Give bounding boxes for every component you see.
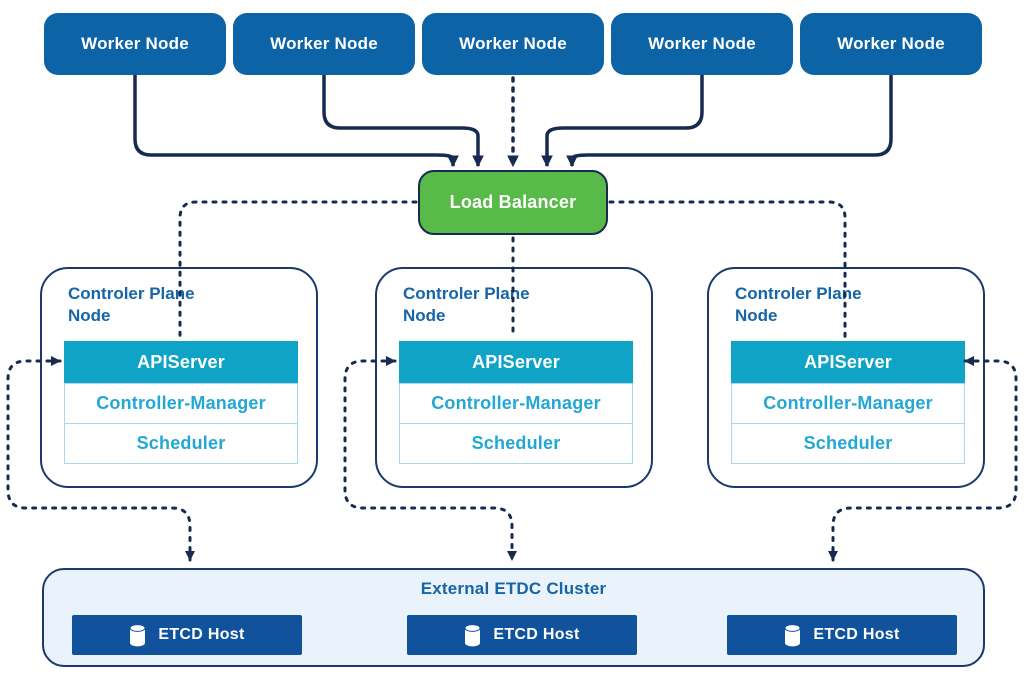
load-balancer-box: Load Balancer — [418, 170, 608, 235]
etcd-host-box-1: ETCD Host — [72, 615, 302, 655]
component-stack: APIServer Controller-Manager Scheduler — [399, 341, 633, 464]
control-plane-node-box-2: Controler Plane Node APIServer Controlle… — [375, 267, 653, 488]
worker-node-box-3: Worker Node — [422, 13, 604, 75]
etcd-host-label: ETCD Host — [158, 626, 245, 643]
etcd-host-box-2: ETCD Host — [407, 615, 637, 655]
apiserver-row: APIServer — [399, 341, 633, 383]
load-balancer-label: Load Balancer — [449, 192, 577, 212]
worker-node-label: Worker Node — [270, 34, 378, 53]
etcd-cluster-title: External ETDC Cluster — [420, 579, 607, 598]
control-plane-node-box-3: Controler Plane Node APIServer Controlle… — [707, 267, 985, 488]
apiserver-row: APIServer — [731, 341, 965, 383]
component-stack: APIServer Controller-Manager Scheduler — [64, 341, 298, 464]
controller-manager-row: Controller-Manager — [399, 383, 633, 424]
etcd-host-label: ETCD Host — [493, 626, 580, 643]
worker-node-box-5: Worker Node — [800, 13, 982, 75]
worker-to-lb-arrows — [133, 75, 893, 168]
etcd-host-label: ETCD Host — [813, 626, 900, 643]
etcd-host-box-3: ETCD Host — [727, 615, 957, 655]
scheduler-row: Scheduler — [731, 423, 965, 464]
worker-node-label: Worker Node — [81, 34, 189, 53]
component-stack: APIServer Controller-Manager Scheduler — [731, 341, 965, 464]
worker-node-label: Worker Node — [648, 34, 756, 53]
database-icon — [784, 623, 801, 646]
worker-node-label: Worker Node — [459, 34, 567, 53]
controller-manager-row: Controller-Manager — [731, 383, 965, 424]
etcd-cluster-box: External ETDC Cluster ETCD Host ETCD Hos… — [42, 568, 985, 667]
apiserver-row: APIServer — [64, 341, 298, 383]
control-plane-title: Controler Plane Node — [68, 284, 195, 326]
controller-manager-row: Controller-Manager — [64, 383, 298, 424]
database-icon — [129, 623, 146, 646]
control-plane-title: Controler Plane Node — [735, 284, 862, 326]
scheduler-row: Scheduler — [399, 423, 633, 464]
scheduler-row: Scheduler — [64, 423, 298, 464]
worker-node-box-2: Worker Node — [233, 13, 415, 75]
database-icon — [464, 623, 481, 646]
worker-node-box-1: Worker Node — [44, 13, 226, 75]
worker-node-label: Worker Node — [837, 34, 945, 53]
worker-node-box-4: Worker Node — [611, 13, 793, 75]
control-plane-title: Controler Plane Node — [403, 284, 530, 326]
control-plane-node-box-1: Controler Plane Node APIServer Controlle… — [40, 267, 318, 488]
